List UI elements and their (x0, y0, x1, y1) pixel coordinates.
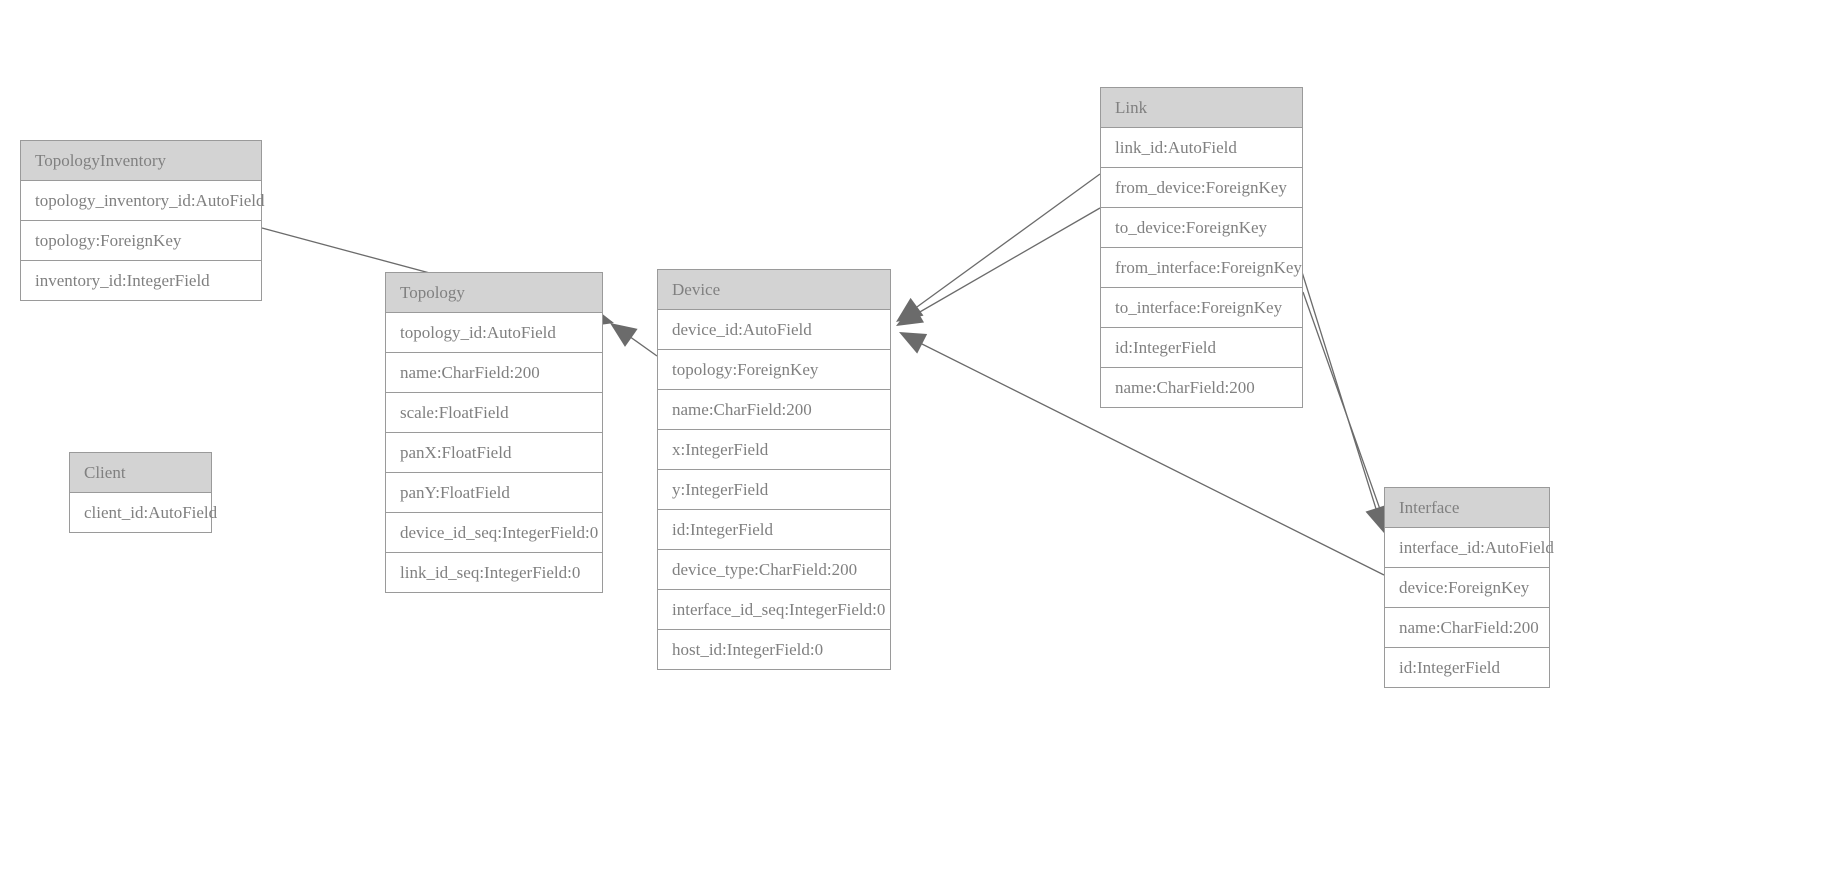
entity-field-row: id:IntegerField (1101, 328, 1302, 368)
entity-title-client: Client (70, 453, 211, 493)
entity-field-row: id:IntegerField (1385, 648, 1549, 687)
entity-title-device: Device (658, 270, 890, 310)
entity-field-row: link_id_seq:IntegerField:0 (386, 553, 602, 592)
entity-field-row: to_device:ForeignKey (1101, 208, 1302, 248)
relationship-edge-link-from-interface-to-interface (1296, 255, 1387, 533)
edge-arrowhead (899, 332, 928, 354)
entity-field-row: topology_id:AutoField (386, 313, 602, 353)
entity-field-row: device_id:AutoField (658, 310, 890, 350)
entity-field-row: client_id:AutoField (70, 493, 217, 532)
edge-line (898, 173, 1101, 321)
relationship-edge-link-to-device-to-device (896, 207, 1101, 326)
entity-field-row: inventory_id:IntegerField (21, 261, 261, 300)
entity-field-row: host_id:IntegerField:0 (658, 630, 890, 669)
entity-field-row: topology:ForeignKey (21, 221, 261, 261)
entity-title-interface: Interface (1385, 488, 1549, 528)
entity-field-row: to_interface:ForeignKey (1101, 288, 1302, 328)
edge-arrowhead (610, 323, 638, 347)
entity-field-row: device_id_seq:IntegerField:0 (386, 513, 602, 553)
entity-title-link: Link (1101, 88, 1302, 128)
entity-field-row: interface_id_seq:IntegerField:0 (658, 590, 890, 630)
entity-field-row: from_device:ForeignKey (1101, 168, 1302, 208)
entity-field-row: device_type:CharField:200 (658, 550, 890, 590)
entity-title-topology-inventory: TopologyInventory (21, 141, 261, 181)
entity-field-row: link_id:AutoField (1101, 128, 1302, 168)
edge-line (611, 323, 658, 357)
entity-field-row: name:CharField:200 (1101, 368, 1302, 407)
edge-arrowhead (896, 303, 925, 326)
entity-field-row: y:IntegerField (658, 470, 890, 510)
entity-field-row: interface_id:AutoField (1385, 528, 1554, 568)
entity-field-row: name:CharField:200 (1385, 608, 1549, 648)
entity-field-row: scale:FloatField (386, 393, 602, 433)
edge-line (1296, 255, 1383, 529)
entity-field-row: x:IntegerField (658, 430, 890, 470)
relationship-edge-link-from-device-to-device (896, 173, 1101, 322)
edge-arrowhead (896, 297, 924, 322)
entity-field-row: topology_inventory_id:AutoField (21, 181, 265, 221)
entity-title-topology: Topology (386, 273, 602, 313)
entity-field-row: id:IntegerField (658, 510, 890, 550)
edge-line (1302, 291, 1388, 530)
entity-field-row: from_interface:ForeignKey (1101, 248, 1302, 288)
entity-field-row: device:ForeignKey (1385, 568, 1549, 608)
entity-field-row: name:CharField:200 (658, 390, 890, 430)
entity-field-row: name:CharField:200 (386, 353, 602, 393)
entity-field-row: topology:ForeignKey (658, 350, 890, 390)
entity-field-row: panY:FloatField (386, 473, 602, 513)
edge-line (898, 207, 1101, 325)
relationship-edge-device-to-topology (610, 323, 658, 357)
entity-field-row: panX:FloatField (386, 433, 602, 473)
